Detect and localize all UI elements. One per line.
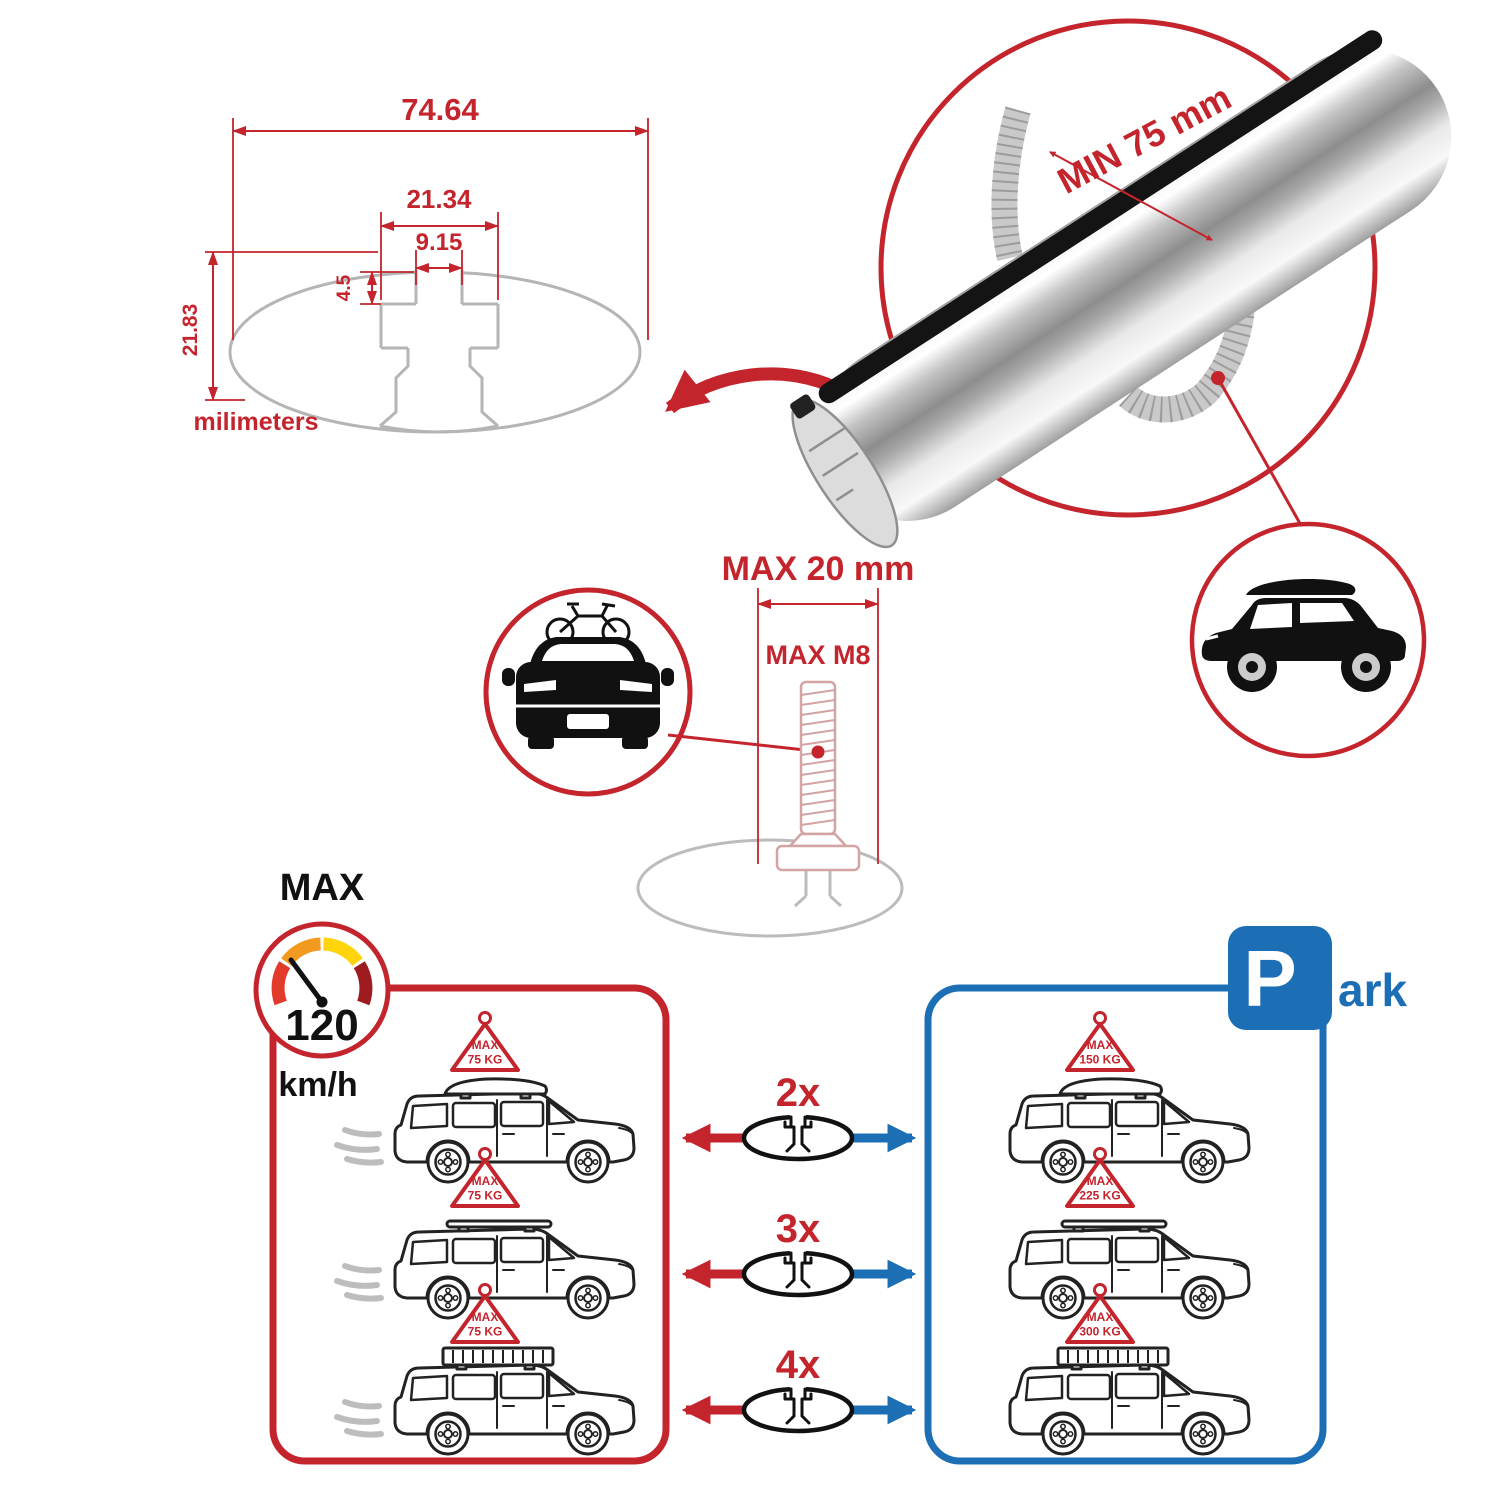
suv-with-roofbox — [1201, 579, 1406, 692]
crossbar-oval-icon — [741, 1386, 855, 1434]
dim-width: 74.64 — [401, 92, 479, 127]
park-sign-square — [1228, 926, 1332, 1030]
count-label: 4x — [776, 1343, 821, 1387]
crossbar-count-rows: 2x 3x 4x — [681, 1071, 917, 1434]
t-slot-profile — [379, 270, 500, 434]
speed-value: 120 — [285, 1001, 358, 1050]
callout-line — [1216, 377, 1304, 528]
speed-units: km/h — [278, 1066, 357, 1104]
count-label: 3x — [776, 1207, 821, 1251]
dim-lip-depth: 4.5 — [334, 274, 355, 301]
badge-weight: 75 KG — [468, 1325, 503, 1339]
load-badge: MAX 225 KG — [1065, 1146, 1135, 1208]
profile-oval — [636, 838, 904, 938]
badge-max: MAX — [472, 1174, 499, 1188]
car-parked-2: MAX 225 KG — [1010, 1146, 1249, 1319]
car-driving-3: MAX 75 KG — [337, 1282, 634, 1455]
crossbar-oval-icon — [741, 1250, 855, 1298]
gauge-needle — [288, 957, 325, 1005]
bolt-dot — [811, 745, 825, 759]
bike-car-detail — [483, 587, 815, 797]
gauge-arc — [271, 937, 373, 1006]
badge-weight: 75 KG — [468, 1189, 503, 1203]
count-label: 2x — [776, 1071, 821, 1115]
load-badge: MAX 300 KG — [1065, 1282, 1135, 1344]
pointer-arrow — [665, 367, 843, 414]
crossbar-render-detail: MIN 75 mm — [790, 18, 1452, 549]
badge-weight: 75 KG — [468, 1053, 503, 1067]
car-driving-2: MAX 75 KG — [337, 1146, 634, 1319]
load-chart: MAX 120 km/h P ark 2x 3x 4x — [253, 867, 1407, 1465]
badge-max: MAX — [1087, 1310, 1114, 1324]
bolt-callout-line — [667, 733, 815, 753]
crossbar-cross-section-diagram: 74.64 21.34 9.15 4.5 21.83 milimeters — [179, 92, 649, 436]
dim-slot-outer: 21.34 — [406, 184, 472, 214]
max-thread-label: MAX M8 — [765, 640, 870, 670]
badge-max: MAX — [472, 1038, 499, 1052]
badge-max: MAX — [472, 1310, 499, 1324]
bolt-diagram: MAX 20 mm MAX M8 — [636, 550, 915, 938]
car-parked-1: MAX 150 KG — [1010, 1010, 1249, 1183]
load-badge: MAX 75 KG — [450, 1010, 520, 1072]
badge-weight: 150 KG — [1079, 1053, 1120, 1067]
car-parked-3: MAX 300 KG — [1010, 1282, 1249, 1455]
clamp-strap-left — [991, 106, 1031, 261]
speed-max-label: MAX — [280, 867, 365, 909]
load-badge: MAX 150 KG — [1065, 1010, 1135, 1072]
dim-height: 21.83 — [179, 304, 202, 357]
speed-limit-gauge: MAX 120 km/h — [253, 867, 391, 1104]
park-letter: P — [1243, 934, 1296, 1023]
badge-weight: 300 KG — [1079, 1325, 1120, 1339]
crossbar-oval-icon — [741, 1114, 855, 1162]
load-badge: MAX 75 KG — [450, 1282, 520, 1344]
badge-max: MAX — [1087, 1038, 1114, 1052]
max-head-width-label: MAX 20 mm — [722, 550, 915, 588]
badge-weight: 225 KG — [1079, 1189, 1120, 1203]
units-label: milimeters — [193, 408, 318, 436]
park-sign: P ark — [1228, 926, 1407, 1030]
car-roofbox-detail — [1189, 521, 1427, 759]
park-suffix: ark — [1338, 964, 1407, 1016]
car-front-with-bike — [502, 602, 674, 749]
load-badge: MAX 75 KG — [450, 1146, 520, 1208]
car-driving-1: MAX 75 KG — [337, 1010, 634, 1183]
badge-max: MAX — [1087, 1174, 1114, 1188]
dim-slot-inner: 9.15 — [416, 229, 463, 256]
roofbox-icon — [1246, 579, 1356, 595]
